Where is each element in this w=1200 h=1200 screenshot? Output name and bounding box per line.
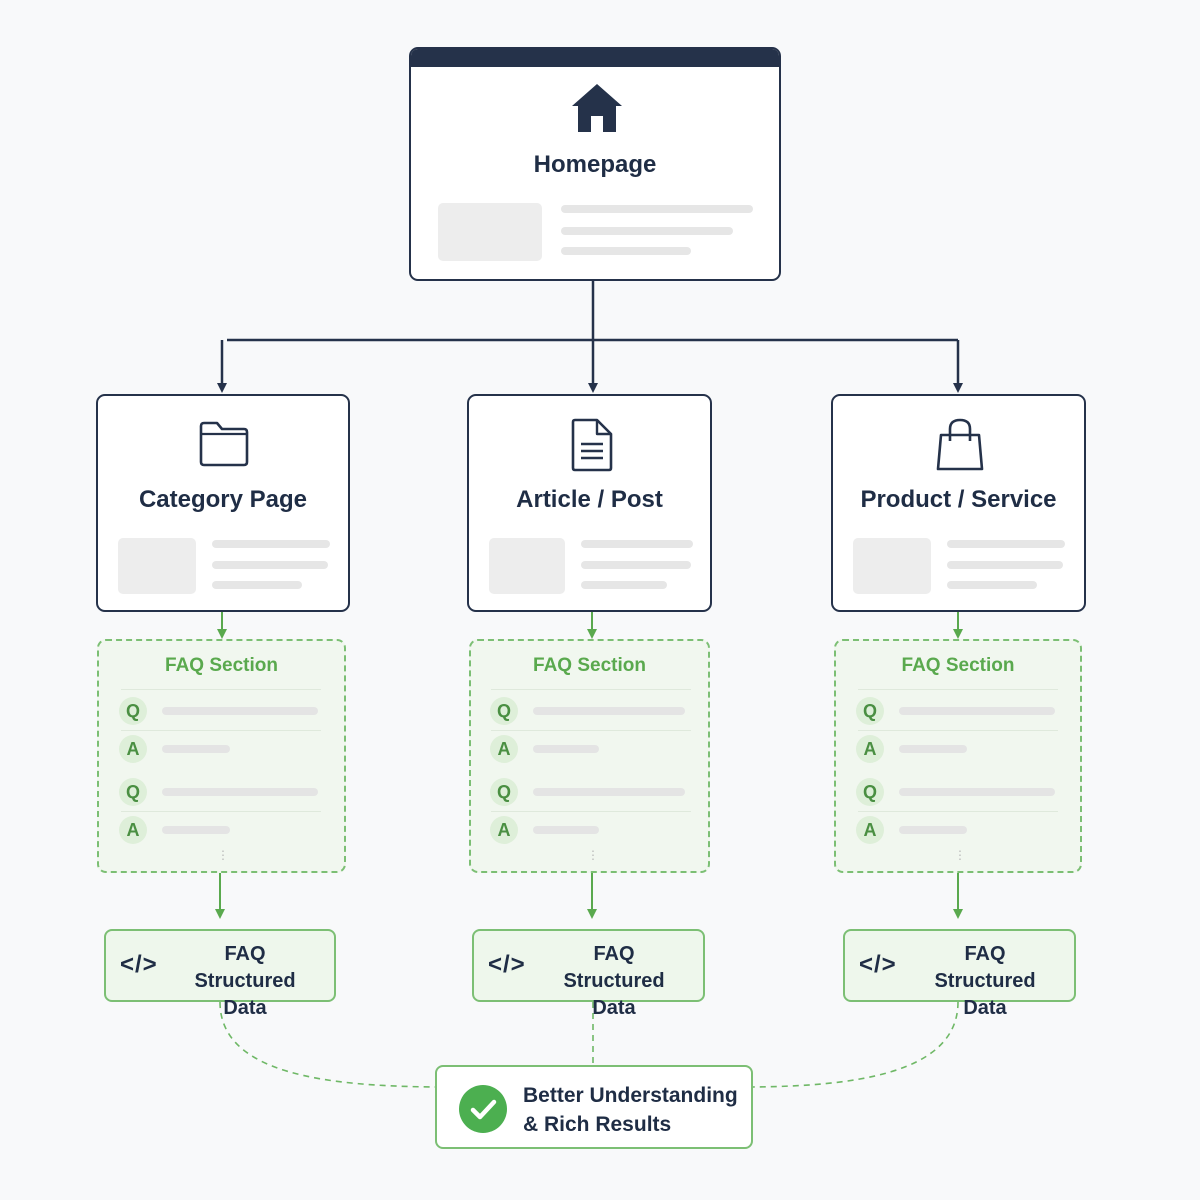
text-placeholder [561, 205, 753, 213]
divider [858, 689, 1058, 690]
page-title: Article / Post [516, 486, 663, 513]
answer-placeholder [899, 745, 967, 753]
result-line1: Better Understanding [523, 1084, 738, 1107]
structured-data-line2: Structured Data [563, 970, 665, 1019]
page-title: Product / Service [860, 486, 1057, 513]
text-placeholder [581, 561, 691, 569]
answer-badge: A [119, 735, 147, 763]
answer-placeholder [162, 826, 230, 834]
divider [121, 689, 321, 690]
result-node: Better Understanding & Rich Results [435, 1065, 753, 1149]
text-placeholder [561, 247, 691, 255]
page-title: Category Page [138, 486, 308, 513]
question-badge: Q [490, 697, 518, 725]
home-icon [570, 82, 624, 139]
structured-data-category: </> FAQ Structured Data [104, 929, 336, 1019]
question-badge: Q [856, 697, 884, 725]
code-icon: </> [488, 951, 526, 978]
answer-placeholder [533, 745, 599, 753]
text-placeholder [212, 540, 330, 548]
structured-data-line1: FAQ [224, 943, 266, 965]
divider [858, 811, 1058, 812]
faq-section-title: FAQ Section [533, 655, 646, 676]
page-node-category: Category Page [96, 394, 350, 612]
faq-section-title: FAQ Section [165, 655, 278, 676]
image-placeholder [118, 538, 196, 594]
divider [121, 730, 321, 731]
faq-section-category: FAQ Section Q A Q A ⋮ [97, 639, 346, 873]
shopping-bag-icon [935, 417, 985, 478]
document-icon [569, 418, 615, 477]
text-placeholder [947, 540, 1065, 548]
page-node-product: Product / Service [831, 394, 1086, 612]
question-placeholder [533, 707, 685, 715]
answer-placeholder [162, 745, 230, 753]
faq-section-title: FAQ Section [901, 655, 1015, 676]
text-placeholder [947, 561, 1063, 569]
structured-data-line1: FAQ [593, 943, 635, 965]
result-line2: & Rich Results [523, 1113, 672, 1136]
structured-data-line2: Structured Data [194, 970, 296, 1019]
divider [858, 730, 1058, 731]
structured-data-line1: FAQ [964, 943, 1006, 965]
structured-data-label: FAQ Structured Data [539, 941, 689, 1022]
more-indicator-icon: ⋮ [954, 848, 966, 862]
homepage-title: Homepage [533, 151, 657, 178]
image-placeholder [438, 203, 542, 261]
text-placeholder [212, 561, 328, 569]
text-placeholder [581, 540, 693, 548]
question-badge: Q [490, 778, 518, 806]
structured-data-line2: Structured Data [934, 970, 1036, 1019]
answer-placeholder [533, 826, 599, 834]
question-placeholder [899, 707, 1055, 715]
result-label: Better Understanding & Rich Results [523, 1081, 738, 1139]
question-badge: Q [119, 697, 147, 725]
code-icon: </> [859, 951, 897, 978]
structured-data-label: FAQ Structured Data [170, 941, 320, 1022]
check-circle-icon [459, 1085, 507, 1133]
question-placeholder [899, 788, 1055, 796]
answer-placeholder [899, 826, 967, 834]
answer-badge: A [490, 735, 518, 763]
structured-data-label: FAQ Structured Data [910, 941, 1060, 1022]
question-placeholder [162, 788, 318, 796]
divider [491, 811, 691, 812]
page-node-article: Article / Post [467, 394, 712, 612]
window-title-bar [411, 49, 779, 67]
structured-data-product: </> FAQ Structured Data [843, 929, 1076, 1019]
answer-badge: A [490, 816, 518, 844]
question-badge: Q [119, 778, 147, 806]
text-placeholder [947, 581, 1037, 589]
image-placeholder [489, 538, 565, 594]
folder-icon [198, 420, 250, 473]
question-placeholder [533, 788, 685, 796]
answer-badge: A [856, 735, 884, 763]
more-indicator-icon: ⋮ [217, 848, 229, 862]
text-placeholder [581, 581, 667, 589]
faq-section-product: FAQ Section Q A Q A ⋮ [834, 639, 1082, 873]
text-placeholder [561, 227, 733, 235]
image-placeholder [853, 538, 931, 594]
divider [491, 730, 691, 731]
homepage-node: Homepage [409, 47, 781, 281]
divider [121, 811, 321, 812]
dashed-connector [219, 1001, 436, 1088]
question-badge: Q [856, 778, 884, 806]
question-placeholder [162, 707, 318, 715]
code-icon: </> [120, 951, 158, 978]
text-placeholder [212, 581, 302, 589]
structured-data-article: </> FAQ Structured Data [472, 929, 705, 1019]
dashed-connector [752, 1001, 959, 1088]
divider [491, 689, 691, 690]
answer-badge: A [119, 816, 147, 844]
more-indicator-icon: ⋮ [587, 848, 599, 862]
faq-section-article: FAQ Section Q A Q A ⋮ [469, 639, 710, 873]
answer-badge: A [856, 816, 884, 844]
